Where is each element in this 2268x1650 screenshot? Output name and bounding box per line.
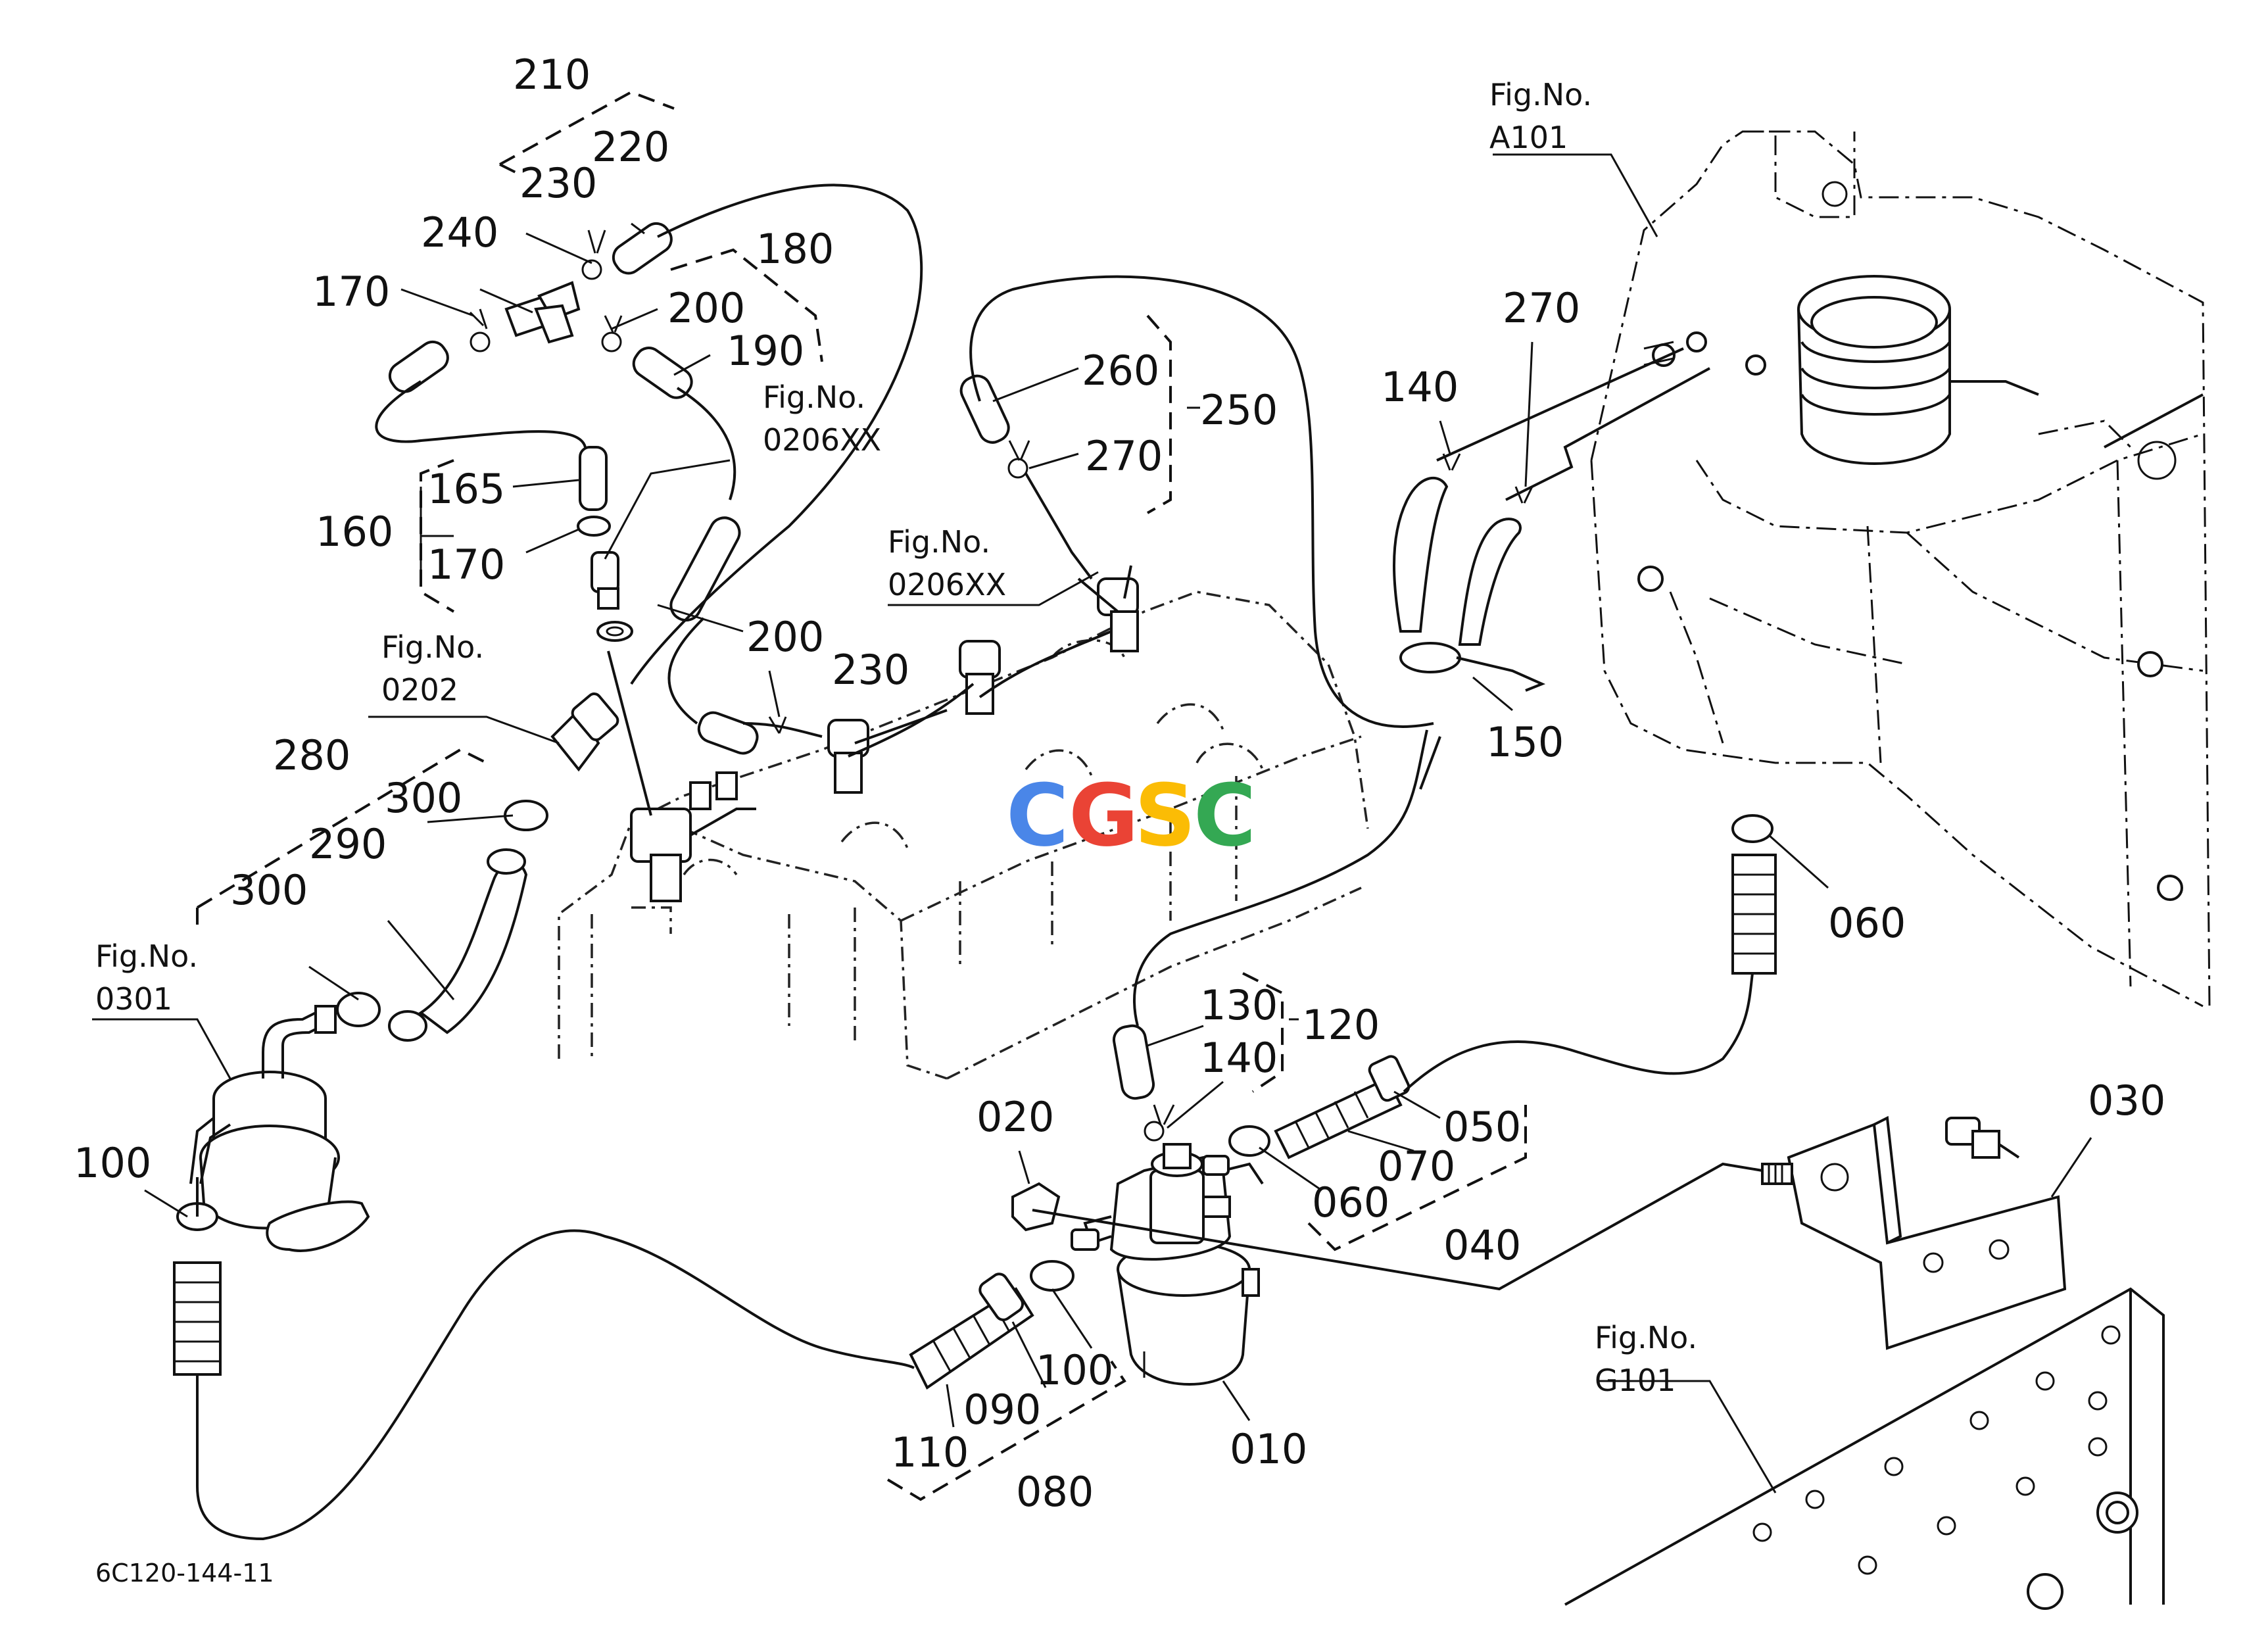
diagram-code: 6C120-144-11 <box>95 1559 274 1588</box>
part-label-300: 300 <box>385 774 462 822</box>
fig-ref-g101-line2: G101 <box>1595 1363 1676 1398</box>
part-label-080: 080 <box>1016 1468 1094 1516</box>
part-label-010: 010 <box>1230 1425 1307 1473</box>
part-label-190: 190 <box>727 327 804 375</box>
watermark: C G S C <box>1006 765 1256 865</box>
part-label-110: 110 <box>891 1428 969 1476</box>
fig-ref-0206-top-line2: 0206XX <box>763 422 881 458</box>
fuel-tank <box>1590 130 2211 1007</box>
part-label-290: 290 <box>309 820 387 868</box>
part-label-050: 050 <box>1443 1103 1521 1151</box>
part-label-150: 150 <box>1486 718 1564 766</box>
part-label-200b: 200 <box>746 613 824 661</box>
fig-ref-0206-mid-line2: 0206XX <box>888 567 1006 602</box>
part-label-090: 090 <box>963 1386 1041 1434</box>
part-label-240: 240 <box>421 208 498 256</box>
fig-ref-0206-mid-line1: Fig.No. <box>888 524 990 560</box>
fig-ref-g101-line1: Fig.No. <box>1595 1320 1697 1355</box>
part-label-100: 100 <box>74 1139 151 1187</box>
fig-ref-0301-line1: Fig.No. <box>95 938 198 974</box>
part-label-130: 130 <box>1200 981 1278 1029</box>
part-label-140: 140 <box>1381 363 1459 411</box>
part-label-070: 070 <box>1378 1142 1455 1190</box>
bracket-030 <box>1761 1115 2067 1350</box>
part-labels: 210 220 230 240 170 180 200 190 165 160 … <box>74 51 2165 1516</box>
part-label-170b: 170 <box>427 541 505 589</box>
part-label-030: 030 <box>2088 1077 2165 1125</box>
watermark-letter-4: C <box>1194 765 1256 865</box>
part-label-280: 280 <box>273 731 350 779</box>
part-label-120: 120 <box>1302 1001 1380 1049</box>
fig-ref-a101-line1: Fig.No. <box>1489 77 1592 112</box>
injection-nozzles <box>630 565 1139 902</box>
fig-ref-0202-line1: Fig.No. <box>381 629 484 665</box>
part-label-230b: 230 <box>832 646 909 694</box>
fig-ref-a101-line2: A101 <box>1489 120 1568 155</box>
part-label-200: 200 <box>667 284 745 332</box>
fig-ref-0206-top-line1: Fig.No. <box>763 379 865 415</box>
leader-lines <box>92 153 2092 1493</box>
part-label-180: 180 <box>756 225 834 273</box>
part-label-040: 040 <box>1443 1221 1521 1269</box>
part-label-060b: 060 <box>1312 1178 1389 1226</box>
group-tick-160 <box>420 487 454 585</box>
part-label-160: 160 <box>316 508 393 556</box>
part-label-260: 260 <box>1082 347 1159 395</box>
part-label-220: 220 <box>592 123 669 171</box>
part-label-270: 270 <box>1085 432 1163 480</box>
part-label-270b: 270 <box>1503 284 1580 332</box>
part-label-100b: 100 <box>1036 1346 1113 1394</box>
fuel-filter <box>1071 1143 1264 1386</box>
part-label-230: 230 <box>519 159 597 207</box>
watermark-letter-3: S <box>1134 765 1196 865</box>
part-label-020: 020 <box>977 1093 1054 1141</box>
part-label-300b: 300 <box>230 866 308 914</box>
part-label-170: 170 <box>312 268 390 316</box>
hose-parts <box>173 222 1777 1390</box>
figure-references: Fig.No. A101 Fig.No. 0206XX Fig.No. 0206… <box>95 77 1697 1398</box>
part-label-210: 210 <box>513 51 591 99</box>
watermark-letter-1: C <box>1006 765 1069 865</box>
part-label-060: 060 <box>1828 899 1906 947</box>
fuel-pump <box>189 1005 370 1252</box>
fig-ref-0202-line2: 0202 <box>381 672 458 708</box>
fuel-lines <box>196 183 1763 1541</box>
part-label-250: 250 <box>1200 386 1278 434</box>
fig-ref-0301-line2: 0301 <box>95 981 172 1017</box>
watermark-letter-2: G <box>1069 765 1139 865</box>
part-label-165: 165 <box>427 465 505 513</box>
frame-plate <box>1564 1287 2165 1610</box>
part-label-140b: 140 <box>1200 1034 1278 1082</box>
